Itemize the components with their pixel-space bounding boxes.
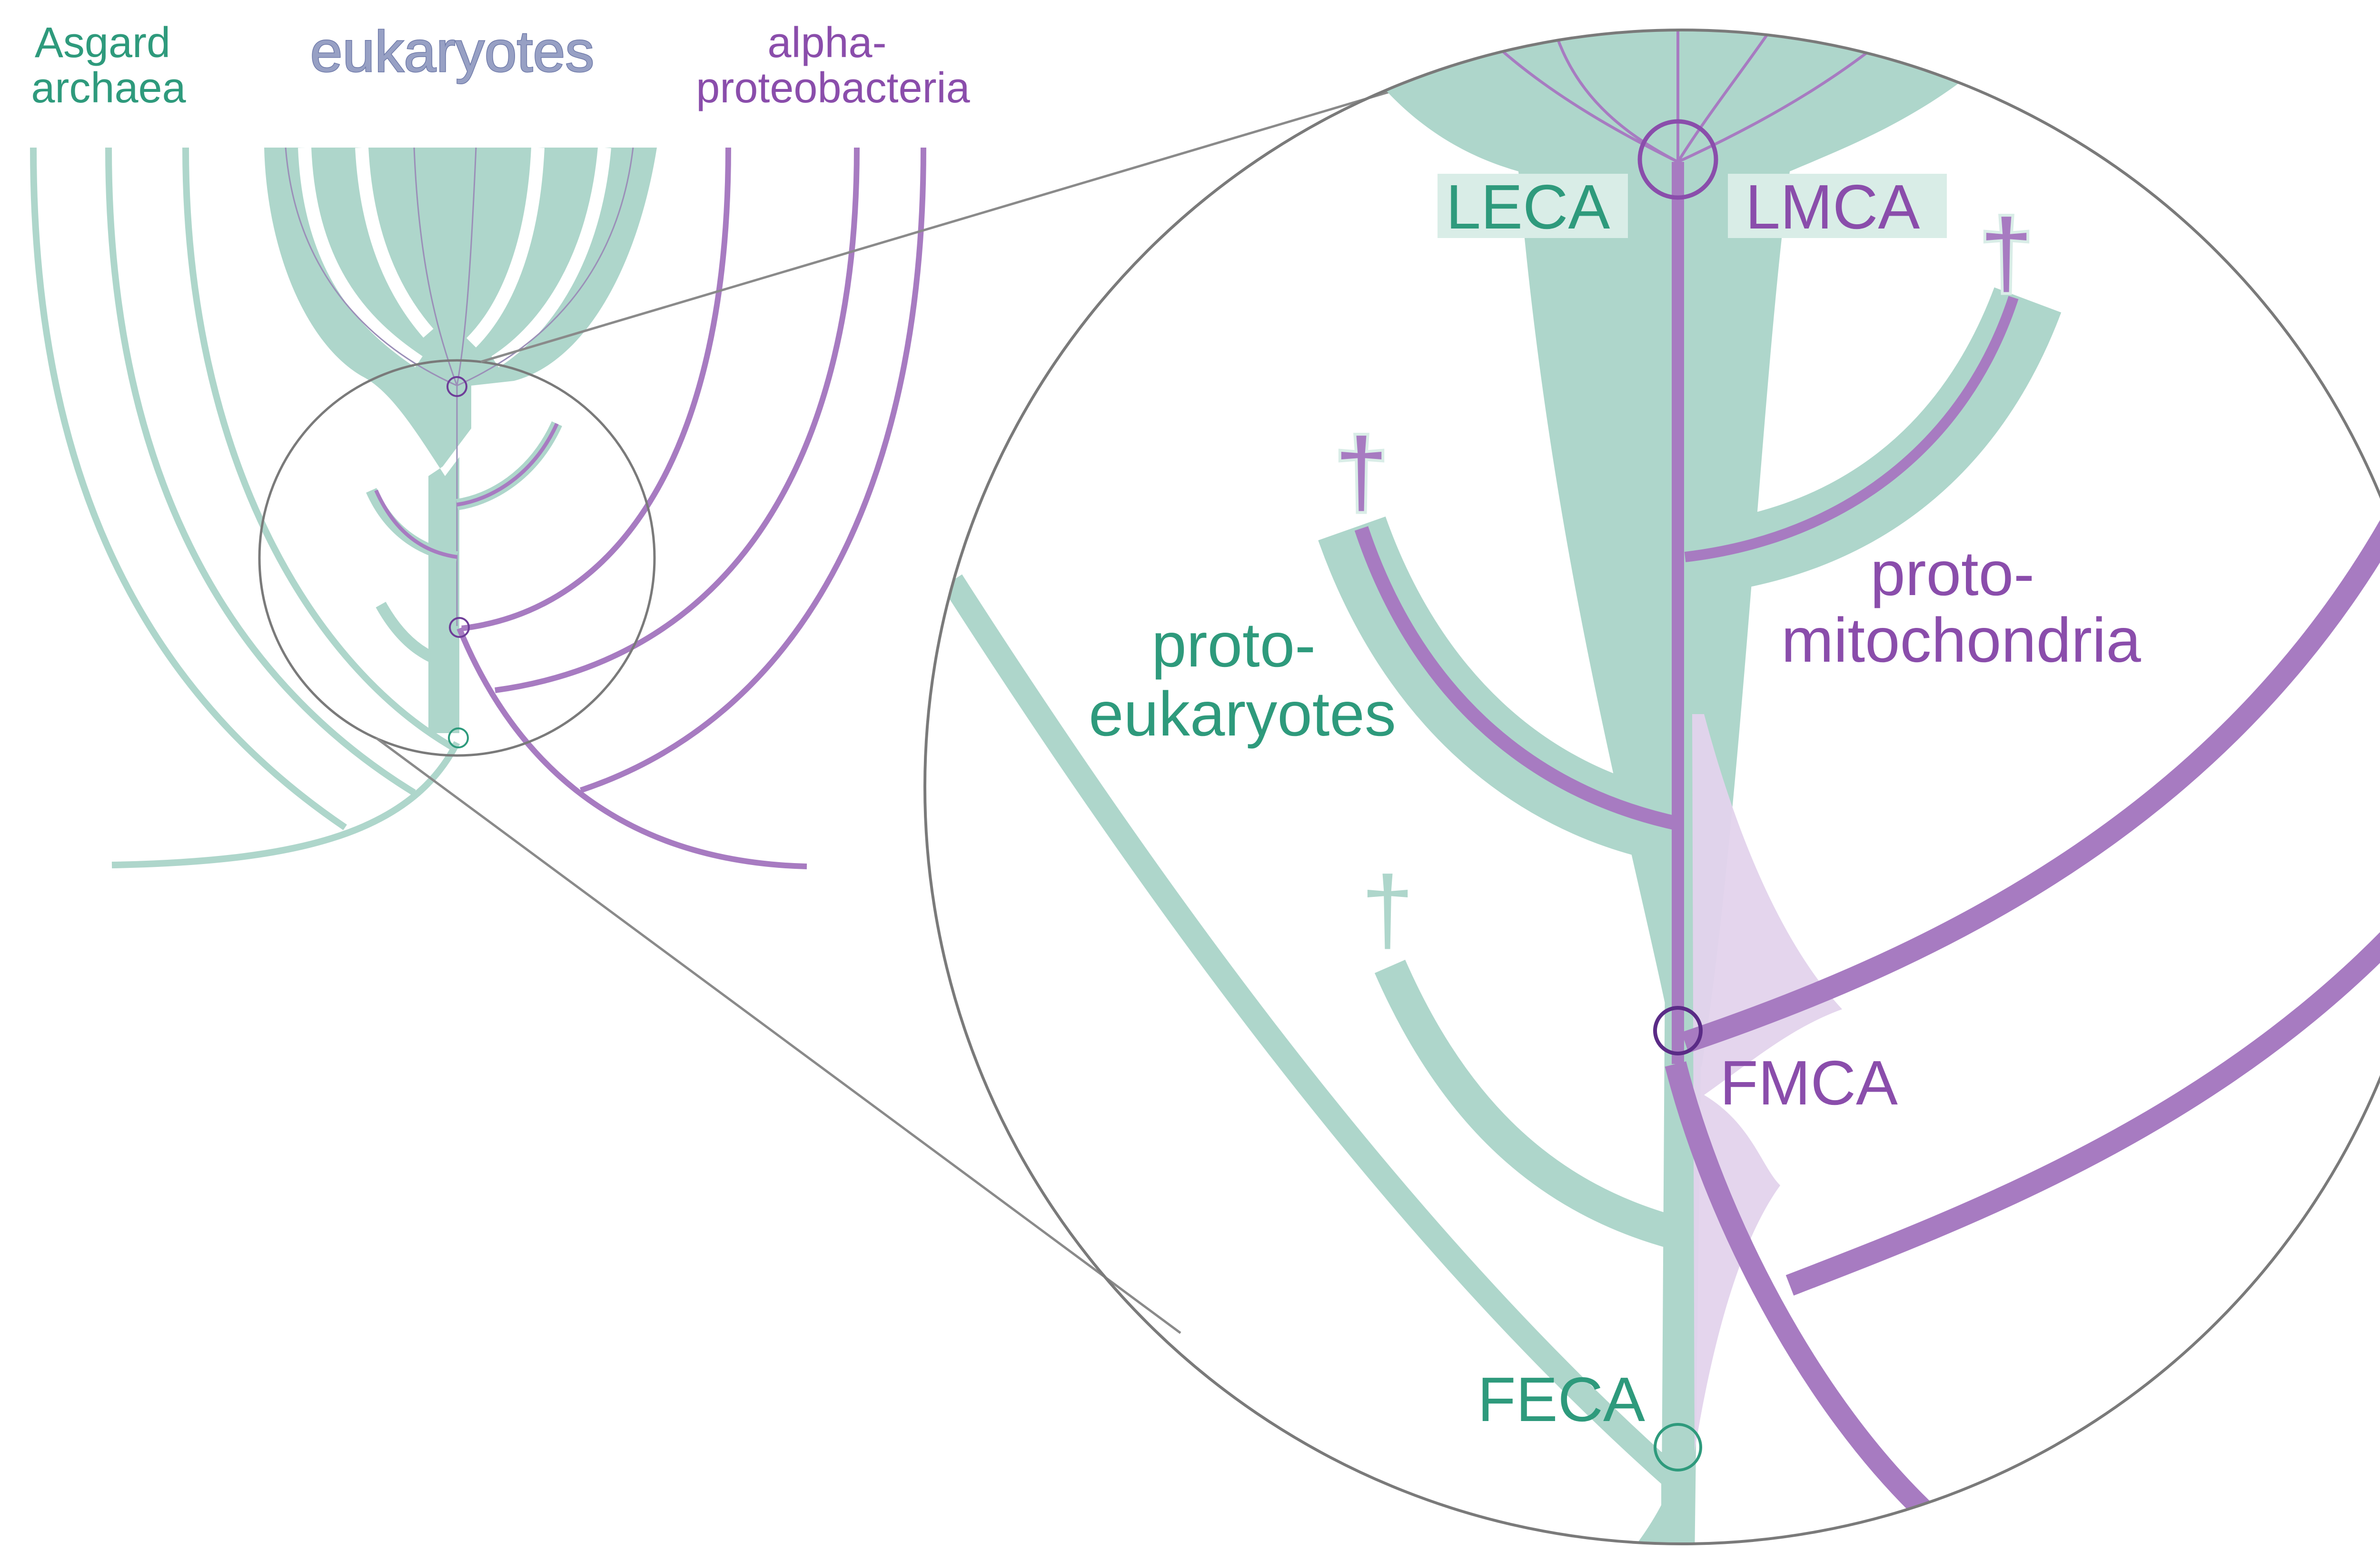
alpha-root — [456, 627, 807, 869]
proto-euk-line1: proto- — [1151, 610, 1316, 680]
lmca-label: LMCA — [1745, 172, 1920, 242]
labels: Asgard archaea eukaryotes alpha- proteob… — [31, 19, 2141, 1435]
zoom-asgard-lineage — [942, 574, 1684, 1490]
leca-label: LECA — [1446, 172, 1610, 242]
alpha-proteobacteria-label: alpha- proteobacteria — [696, 19, 970, 112]
asgard-root — [111, 741, 460, 868]
asgard-label: Asgard archaea — [31, 19, 186, 112]
crown-subbranches — [298, 147, 611, 368]
overview-zoom-circle — [258, 359, 656, 757]
overview-leca-node — [446, 376, 467, 397]
zoom-view — [942, 30, 2380, 1544]
alpha-branch — [461, 147, 731, 631]
alpha-branch — [495, 147, 860, 693]
zoom-crown — [1323, 30, 2047, 1066]
leca-label-bg — [1438, 174, 1628, 238]
lmca-label-bg — [1728, 174, 1947, 238]
eukaryotes-label: eukaryotes — [310, 19, 595, 84]
zoom-proto-euk-line — [1354, 526, 1680, 831]
overview-fmca-node — [449, 617, 470, 638]
asgard-branch — [182, 147, 459, 753]
dagger-lower-branch: † — [1361, 857, 1414, 963]
zoom-circle — [923, 29, 2380, 1545]
proto-mitochondria-label: proto- mitochondria — [1781, 538, 2141, 675]
asgard-branch — [105, 147, 416, 795]
alpha-label-line2: proteobacteria — [696, 64, 970, 112]
proto-mito-line2: mitochondria — [1781, 605, 2141, 675]
dagger-proto-mito: † — [1980, 200, 2033, 306]
asgard-label-line1: Asgard — [35, 19, 170, 67]
feca-label: FECA — [1478, 1364, 1645, 1434]
fmca-label: FMCA — [1720, 1048, 1898, 1118]
zoom-alpha-branch-1 — [1681, 495, 2380, 1053]
dagger-proto-euk: † — [1335, 419, 1388, 525]
zoom-stem-base — [1624, 1452, 1695, 1544]
proto-mito-line1: proto- — [1870, 538, 2034, 608]
overview-tree — [30, 147, 926, 869]
overview-proto-mito-lines — [374, 423, 559, 559]
zoom-proto-mito-band — [1691, 287, 2062, 595]
zoom-proto-mito-line — [1684, 296, 2019, 562]
alpha-label-line1: alpha- — [767, 19, 886, 67]
proto-euk-line2: eukaryotes — [1089, 679, 1396, 749]
fmca-node — [1653, 1006, 1703, 1055]
proto-eukaryotes-label: proto- eukaryotes — [1089, 610, 1396, 749]
asgard-branch — [30, 147, 347, 830]
zoom-mito-wedge — [1692, 714, 1842, 1452]
feca-node — [1654, 1423, 1702, 1472]
overview-feca-node — [448, 727, 469, 748]
zoom-alpha-branch-2 — [1785, 831, 2380, 1296]
zoom-connectors — [375, 75, 1443, 1334]
asgard-label-line2: archaea — [31, 64, 186, 112]
zoom-lower-branch-band — [1374, 959, 1680, 1249]
alpha-branch — [580, 147, 926, 793]
alpha-lineages — [456, 147, 926, 869]
leca-lmca-node — [1637, 119, 1718, 200]
